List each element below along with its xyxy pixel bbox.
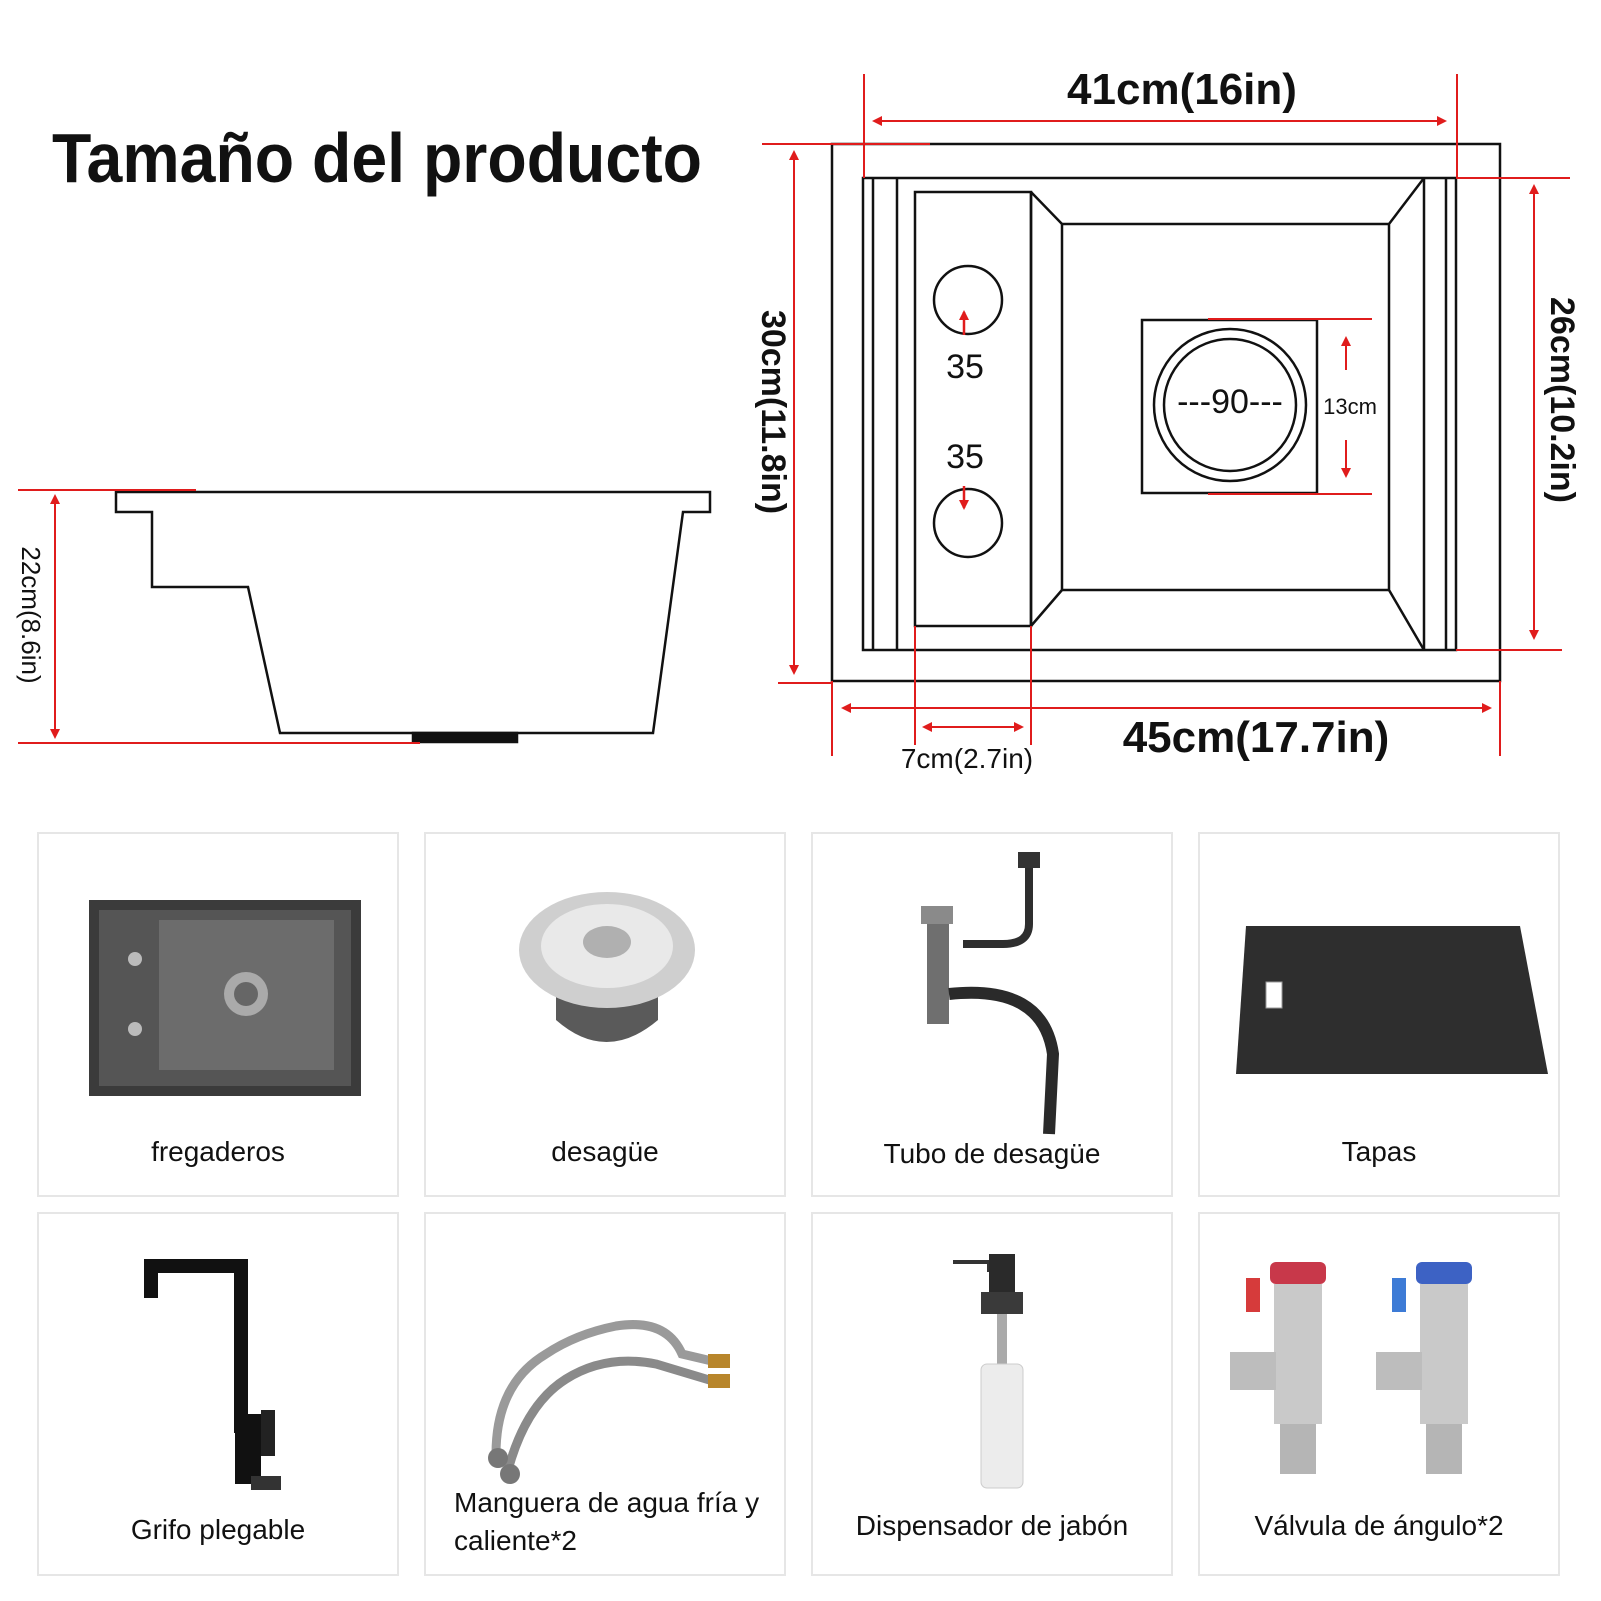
faucet-icon (144, 1259, 281, 1490)
bottom-width-label: 45cm(17.7in) (1123, 713, 1390, 762)
item-label: desagüe (551, 1136, 659, 1167)
side-width-label: 7cm(2.7in) (901, 743, 1033, 774)
left-height-label: 30cm(11.8in) (754, 310, 792, 514)
sink-side-profile (114, 490, 712, 744)
item-panel-hose: Manguera de agua fría y caliente*2 (424, 1212, 786, 1576)
item-panel-sink: fregaderos (37, 832, 399, 1197)
depth-dimension (18, 489, 420, 744)
drain-diameter-label: ---90--- (1177, 383, 1283, 421)
angle-valve-icon (1230, 1262, 1472, 1474)
item-panel-valve: Válvula de ángulo*2 (1198, 1212, 1560, 1576)
drain-pipe-icon (921, 852, 1060, 1135)
top-width-dimension (863, 74, 1458, 178)
item-label: Grifo plegable (130, 1514, 306, 1545)
item-label: Válvula de ángulo*2 (1254, 1510, 1504, 1541)
hose-icon (488, 1320, 730, 1484)
dimension-diagram: 22cm(8.6in) 35 35 ---90--- 13cm (16, 65, 1581, 774)
item-panel-soap: Dispensador de jabón (811, 1212, 1173, 1576)
drain-box-dimension (1208, 318, 1372, 495)
item-panel-drain: desagüe (424, 832, 786, 1197)
drain-box-label: 13cm (1323, 394, 1377, 419)
right-height-dimension (1456, 177, 1570, 651)
top-width-label: 41cm(16in) (1067, 65, 1297, 114)
page-title: Tamaño del producto (52, 119, 702, 197)
item-panel-cover: Tapas (1198, 832, 1560, 1197)
sink-icon (89, 900, 361, 1096)
item-label: Dispensador de jabón (855, 1510, 1129, 1541)
left-height-dimension (762, 143, 930, 684)
cover-board-icon (1236, 926, 1548, 1074)
hole-top-label: 35 (946, 348, 984, 386)
drain-strainer-icon (519, 892, 695, 1042)
item-label: fregaderos (151, 1136, 285, 1167)
item-panel-drain-pipe: Tubo de desagüe (811, 832, 1173, 1197)
sink-top-view (830, 142, 1502, 683)
side-width-dimension (914, 626, 1032, 745)
item-panel-faucet: Grifo plegable (37, 1212, 399, 1576)
item-label: Tubo de desagüe (883, 1138, 1101, 1169)
soap-dispenser-icon (953, 1254, 1024, 1489)
right-height-label: 26cm(10.2in) (1543, 297, 1581, 503)
item-label: Manguera de agua fría y caliente*2 (454, 1487, 760, 1556)
hole-bottom-label: 35 (946, 438, 984, 476)
item-label: Tapas (1341, 1136, 1417, 1167)
depth-label: 22cm(8.6in) (16, 546, 46, 683)
bottom-width-dimension (831, 681, 1501, 756)
